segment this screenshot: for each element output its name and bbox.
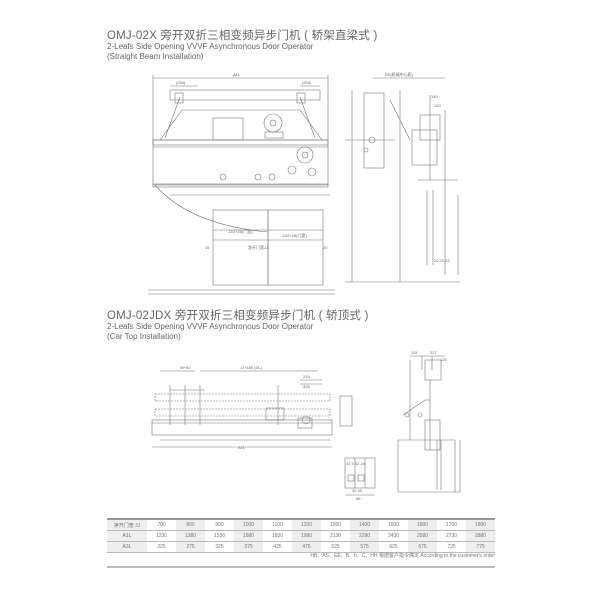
- table-row-a1l: A1L 1230 1380 1530 1680 1830 1980 2130 2…: [107, 530, 495, 542]
- label-250-right: (250): [302, 80, 312, 85]
- row-header: A1L: [107, 530, 147, 542]
- label-a1l-1: A1L: [233, 72, 241, 77]
- label-126: 126: [440, 357, 447, 362]
- label-jj-right: JJ/2+25(门宽): [282, 232, 307, 238]
- label-ee: EE(轿厢中心距): [385, 71, 414, 77]
- table-footnote: HB、AS、EE、B、b、C、HH 根据客户指令确定 According to …: [310, 553, 495, 559]
- label-profile-dims: 32 4 32 24: [346, 461, 366, 466]
- section2-title: OMJ-02JDX 旁开双折三相变频异步门机 ( 轿顶式 ): [107, 310, 369, 322]
- label-door-width: 净开门宽JJ: [248, 244, 268, 250]
- front-view-straight-beam: [148, 75, 335, 295]
- spec-table: 净开门宽 JJ 700 800 900 1000 1100 1200 1300 …: [107, 518, 495, 553]
- section2-subtitle-2: (Car Top Installation): [107, 332, 181, 341]
- row-header: 净开门宽 JJ: [107, 518, 147, 531]
- bottom-divider: [107, 566, 495, 568]
- label-20: 20: [323, 245, 328, 250]
- label-a1l-2: A1L: [238, 445, 246, 450]
- label-jj-left: JJ/2+25(门宽): [228, 228, 253, 234]
- label-115: 115: [411, 350, 418, 355]
- table-row-a3l: A3L 225 275 325 375 425 475 525 575 625 …: [107, 541, 495, 553]
- label-140: 140: [431, 94, 438, 99]
- label-15: 15: [205, 245, 210, 250]
- section1-title: OMJ-02X 旁开双折三相变频异步门机 ( 轿架直梁式 ): [107, 30, 378, 42]
- profile-view: [344, 457, 376, 496]
- label-jj185: JJ+185 (DL): [240, 365, 263, 370]
- table-row-jj: 净开门宽 JJ 700 800 900 1000 1100 1200 1300 …: [107, 518, 495, 531]
- label-227: 227: [430, 350, 437, 355]
- side-view-straight-beam: [345, 77, 460, 283]
- section2-subtitle-1: 2-Leafs Side Opening VVVF Asynchronous D…: [107, 322, 314, 331]
- label-120: 120: [434, 103, 441, 108]
- label-w80: W+80: [180, 365, 191, 370]
- label-250-left: (250): [176, 80, 186, 85]
- label-202024: 20 20 24: [434, 258, 450, 263]
- label-profile-total: 96: [356, 496, 361, 501]
- row-header: A3L: [107, 541, 147, 553]
- side-view-car-top: [397, 355, 461, 493]
- section1-subtitle-2: (Straight Beam Installation): [107, 52, 204, 61]
- section1-subtitle-1: 2-Leafs Side Opening VVVF Asynchronous D…: [107, 42, 314, 51]
- front-view-car-top: [151, 370, 333, 448]
- label-215: 215: [303, 374, 310, 379]
- label-profile-bottom: 30 40: [352, 488, 363, 493]
- label-335: 335: [303, 384, 310, 389]
